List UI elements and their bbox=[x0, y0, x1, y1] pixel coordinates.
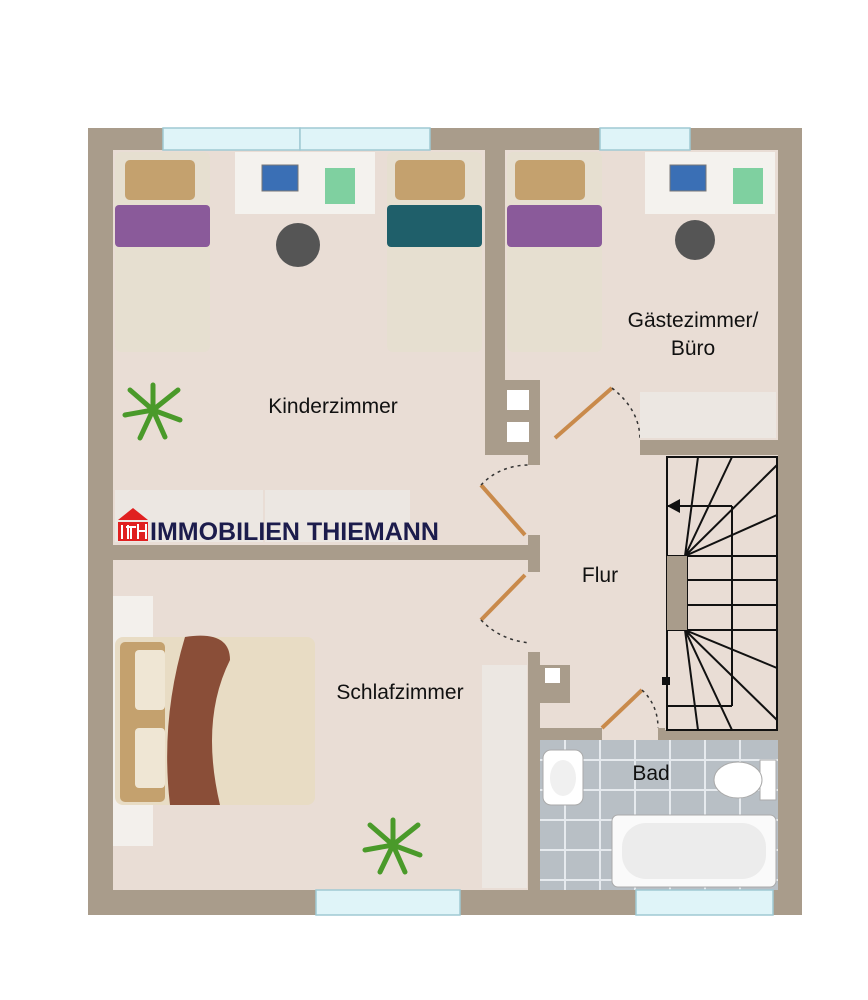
windows bbox=[162, 127, 774, 916]
room-label-flur: Flur bbox=[582, 564, 618, 587]
bed-double bbox=[115, 635, 315, 805]
plant-icon bbox=[362, 817, 423, 875]
room-label-gaestezimmer: Gästezimmer/ bbox=[628, 309, 759, 332]
toilet bbox=[713, 759, 777, 801]
room-label-bad: Bad bbox=[632, 762, 669, 785]
room-label-schlafzimmer: Schlafzimmer bbox=[336, 681, 463, 704]
logo-text: IMMOBILIEN THIEMANN bbox=[150, 518, 439, 546]
logo: IMMOBILIEN THIEMANN bbox=[118, 508, 439, 546]
bed-single bbox=[507, 152, 602, 352]
stair-arrow-icon bbox=[667, 499, 680, 513]
sink bbox=[542, 749, 584, 806]
doors bbox=[479, 386, 644, 730]
wardrobe bbox=[265, 490, 410, 542]
plant-icon bbox=[122, 382, 183, 441]
bathtub bbox=[611, 814, 777, 888]
desk bbox=[645, 152, 775, 260]
bed-single bbox=[115, 152, 210, 352]
wardrobe bbox=[482, 665, 527, 888]
wardrobe bbox=[640, 392, 776, 438]
room-label-buero: Büro bbox=[671, 337, 715, 360]
bed-single bbox=[387, 152, 482, 352]
desk bbox=[235, 152, 375, 267]
room-label-kinderzimmer: Kinderzimmer bbox=[268, 395, 398, 418]
wall-horizontal bbox=[113, 545, 528, 560]
